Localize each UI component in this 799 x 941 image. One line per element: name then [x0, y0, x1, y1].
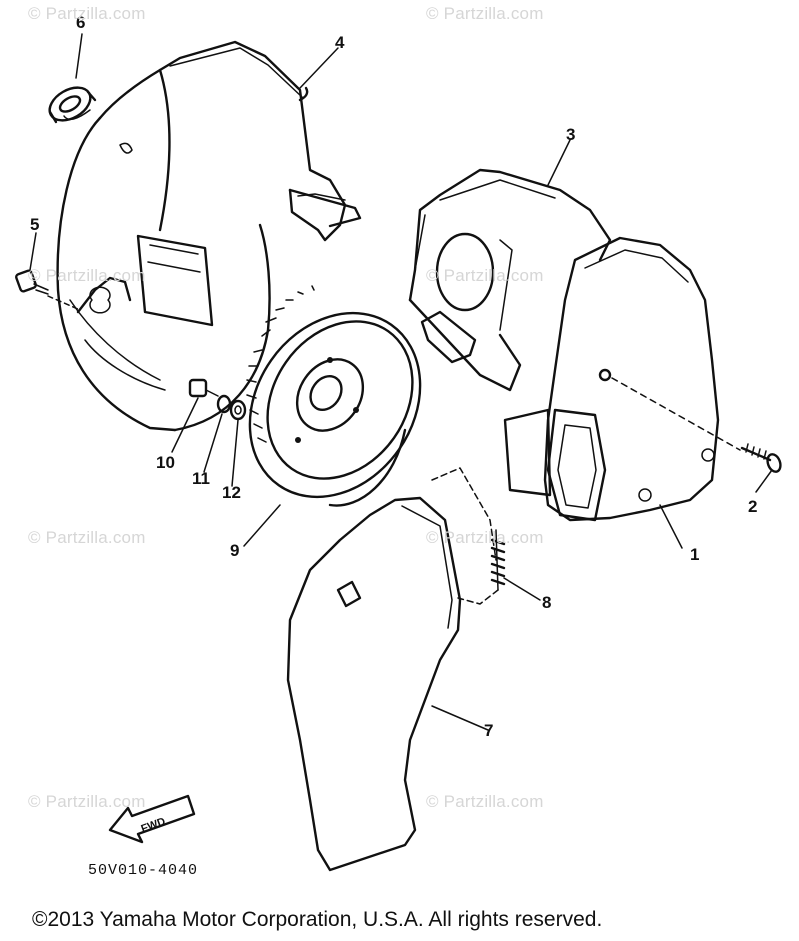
- watermark: © Partzilla.com: [28, 528, 146, 547]
- callout-6: 6: [76, 13, 85, 32]
- callout-3: 3: [566, 125, 575, 144]
- callout-12: 12: [222, 483, 241, 502]
- watermark: © Partzilla.com: [28, 266, 146, 285]
- callout-9: 9: [230, 541, 239, 560]
- callout-8: 8: [542, 593, 551, 612]
- diagram-code: 50V010-4040: [88, 862, 199, 879]
- part-3-baffle: [408, 168, 612, 392]
- part-4-shroud: [56, 40, 362, 432]
- part-1-housing: [503, 236, 741, 522]
- watermark: © Partzilla.com: [426, 4, 544, 23]
- fwd-label: FWD: [139, 816, 167, 836]
- watermark: © Partzilla.com: [426, 792, 544, 811]
- callout-numbers: 6 4 3 5 10 11 12 9 1 2 8 7: [30, 13, 757, 740]
- parts-10-11-12-fasteners: [188, 378, 247, 421]
- part-8-spring-clip: [431, 467, 506, 605]
- part-7-duct: [286, 496, 462, 872]
- callout-10: 10: [156, 453, 175, 472]
- part-5-bolt: [15, 269, 81, 311]
- callout-7: 7: [484, 721, 493, 740]
- part-9-flywheel: [246, 285, 422, 507]
- callout-11: 11: [192, 469, 210, 488]
- watermark: © Partzilla.com: [426, 528, 544, 547]
- part-6-grommet: [48, 86, 97, 124]
- callout-5: 5: [30, 215, 39, 234]
- callout-4: 4: [335, 33, 345, 52]
- watermark: © Partzilla.com: [28, 792, 146, 811]
- copyright-notice: ©2013 Yamaha Motor Corporation, U.S.A. A…: [32, 908, 603, 931]
- leader-lines: [29, 33, 773, 731]
- watermark: © Partzilla.com: [426, 266, 544, 285]
- part-2-screw: [740, 443, 782, 473]
- watermark: © Partzilla.com: [28, 4, 146, 23]
- callout-1: 1: [690, 545, 699, 564]
- callout-2: 2: [748, 497, 757, 516]
